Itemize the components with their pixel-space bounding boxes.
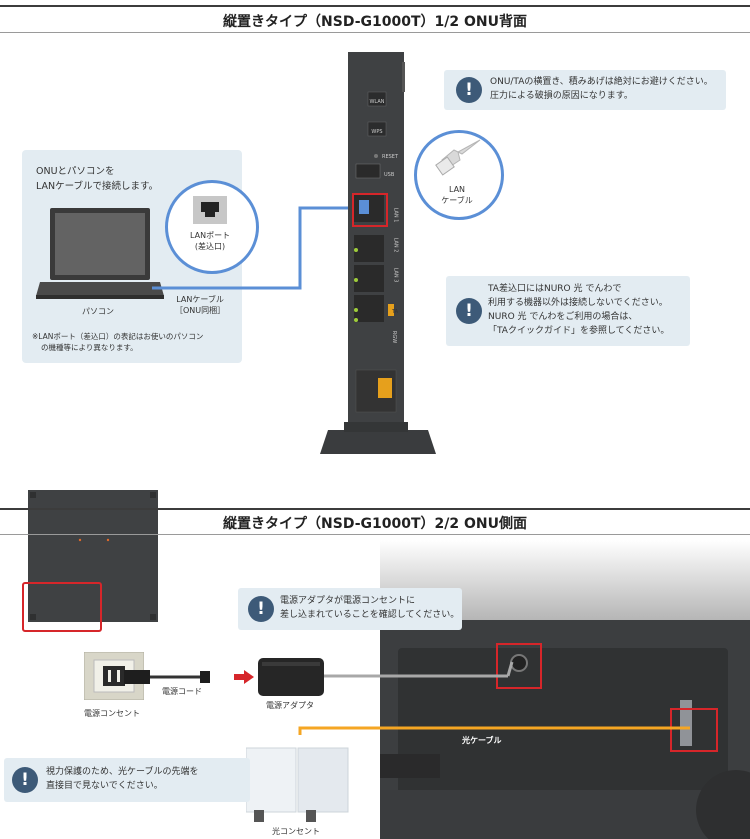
wps-button-label: WPS [371, 129, 383, 135]
callout-ta-port: ! TA差込口にはNURO 光 でんわで 利用する機器以外は接続しないでください… [446, 276, 690, 346]
lan-cable-zoom-label: LAN ケーブル [436, 184, 478, 206]
optical-outlet-label: 光コンセント [272, 827, 320, 836]
ta-label: TA [392, 309, 399, 315]
lan-cable-zoom-label-line: LAN [448, 185, 466, 194]
section1-title-rule [0, 32, 750, 33]
wlan-button-label: WLAN [369, 99, 385, 105]
lan-cable-label: LANケーブル ［ONU同梱］ [175, 294, 225, 316]
lan-plug-icon [435, 139, 481, 176]
optical-outlet-icon [246, 747, 349, 822]
callout-line: 差し込まれていることを確認してください。 [280, 610, 460, 620]
callout-line: TA差込口にはNURO 光 でんわで [488, 284, 622, 294]
power-outlet-icon [84, 652, 144, 700]
lan-cable-label-line: LANケーブル [176, 295, 224, 304]
callout-power-adapter: ! 電源アダプタが電源コンセントに 差し込まれていることを確認してください。 [238, 588, 462, 630]
callout-line: 圧力による破損の原因になります。 [490, 91, 633, 101]
callout-line: 視力保護のため、光ケーブルの先端を [46, 767, 199, 777]
pc-panel-note-line: の機種等により異なります。 [41, 343, 138, 352]
callout-line: 直接目で見ないでください。 [46, 781, 163, 791]
callout-line: 「TAクイックガイド」を参照してください。 [488, 326, 670, 336]
fiber-port-highlight [670, 708, 718, 752]
callout-line: 利用する機器以外は接続しないでください。 [488, 298, 668, 308]
exclamation-icon: ! [248, 596, 274, 622]
lan-cable-zoom-label-line: ケーブル [441, 196, 473, 205]
exclamation-icon: ! [12, 767, 38, 793]
pc-panel-heading-line: ONUとパソコンを [36, 166, 115, 177]
section1-title: 縦置きタイプ（NSD-G1000T）1/2 ONU背面 [223, 14, 527, 30]
section1-top-rule [0, 5, 750, 7]
callout-no-stacking: ! ONU/TAの横置き、積みあげは絶対にお避けください。 圧力による破損の原因… [444, 70, 726, 110]
arrow-right-icon [234, 670, 254, 684]
laptop-icon [36, 208, 164, 299]
lan-port-label-line: LANポート [190, 231, 231, 240]
callout-line: ONU/TAの横置き、積みあげは絶対にお避けください。 [490, 77, 713, 87]
lan-port-label-line: (差込口) [194, 242, 226, 251]
lan1-highlight [352, 193, 388, 227]
power-port-highlight [496, 643, 542, 689]
ethernet-port-icon [193, 196, 227, 224]
lan-cable-label-line: ［ONU同梱］ [175, 306, 226, 315]
exclamation-icon: ! [456, 298, 482, 324]
outlet-label: 電源コンセント [84, 709, 140, 718]
reset-label: RESET [382, 154, 399, 160]
callout-line: NURO 光 でんわをご利用の場合は、 [488, 312, 638, 322]
fiber-cable-label: 光ケーブル [462, 736, 502, 745]
lan-port-label: LANポート (差込口) [190, 230, 230, 252]
pc-panel-heading-line: LANケーブルで接続します。 [36, 181, 159, 192]
usb-label: USB [384, 172, 395, 178]
pc-panel-note: ※LANポート（差込口）の表記はお使いのパソコン の機種等により異なります。 [32, 331, 203, 353]
pc-panel-note-line: ※LANポート（差込口）の表記はお使いのパソコン [32, 332, 204, 341]
onu-device [320, 52, 436, 454]
callout-line: 電源アダプタが電源コンセントに [280, 596, 416, 606]
lan-cable-zoom [414, 130, 504, 220]
lan-plug-in-port [359, 200, 369, 214]
side-port-highlight [22, 582, 102, 632]
cord-label: 電源コード [162, 687, 202, 696]
pc-label: パソコン [82, 307, 114, 316]
section2-top-rule [0, 508, 750, 510]
exclamation-icon: ! [456, 77, 482, 103]
section2-title-rule [0, 534, 750, 535]
lan-port-zoom [165, 180, 259, 274]
pc-panel-heading: ONUとパソコンを LANケーブルで接続します。 [36, 164, 158, 194]
onu-side-view [28, 490, 158, 622]
callout-eye-protection: ! 視力保護のため、光ケーブルの先端を 直接目で見ないでください。 [4, 758, 250, 802]
power-adapter-icon [258, 658, 324, 696]
section2-title: 縦置きタイプ（NSD-G1000T）2/2 ONU側面 [223, 516, 527, 532]
adapter-label: 電源アダプタ [266, 701, 314, 710]
